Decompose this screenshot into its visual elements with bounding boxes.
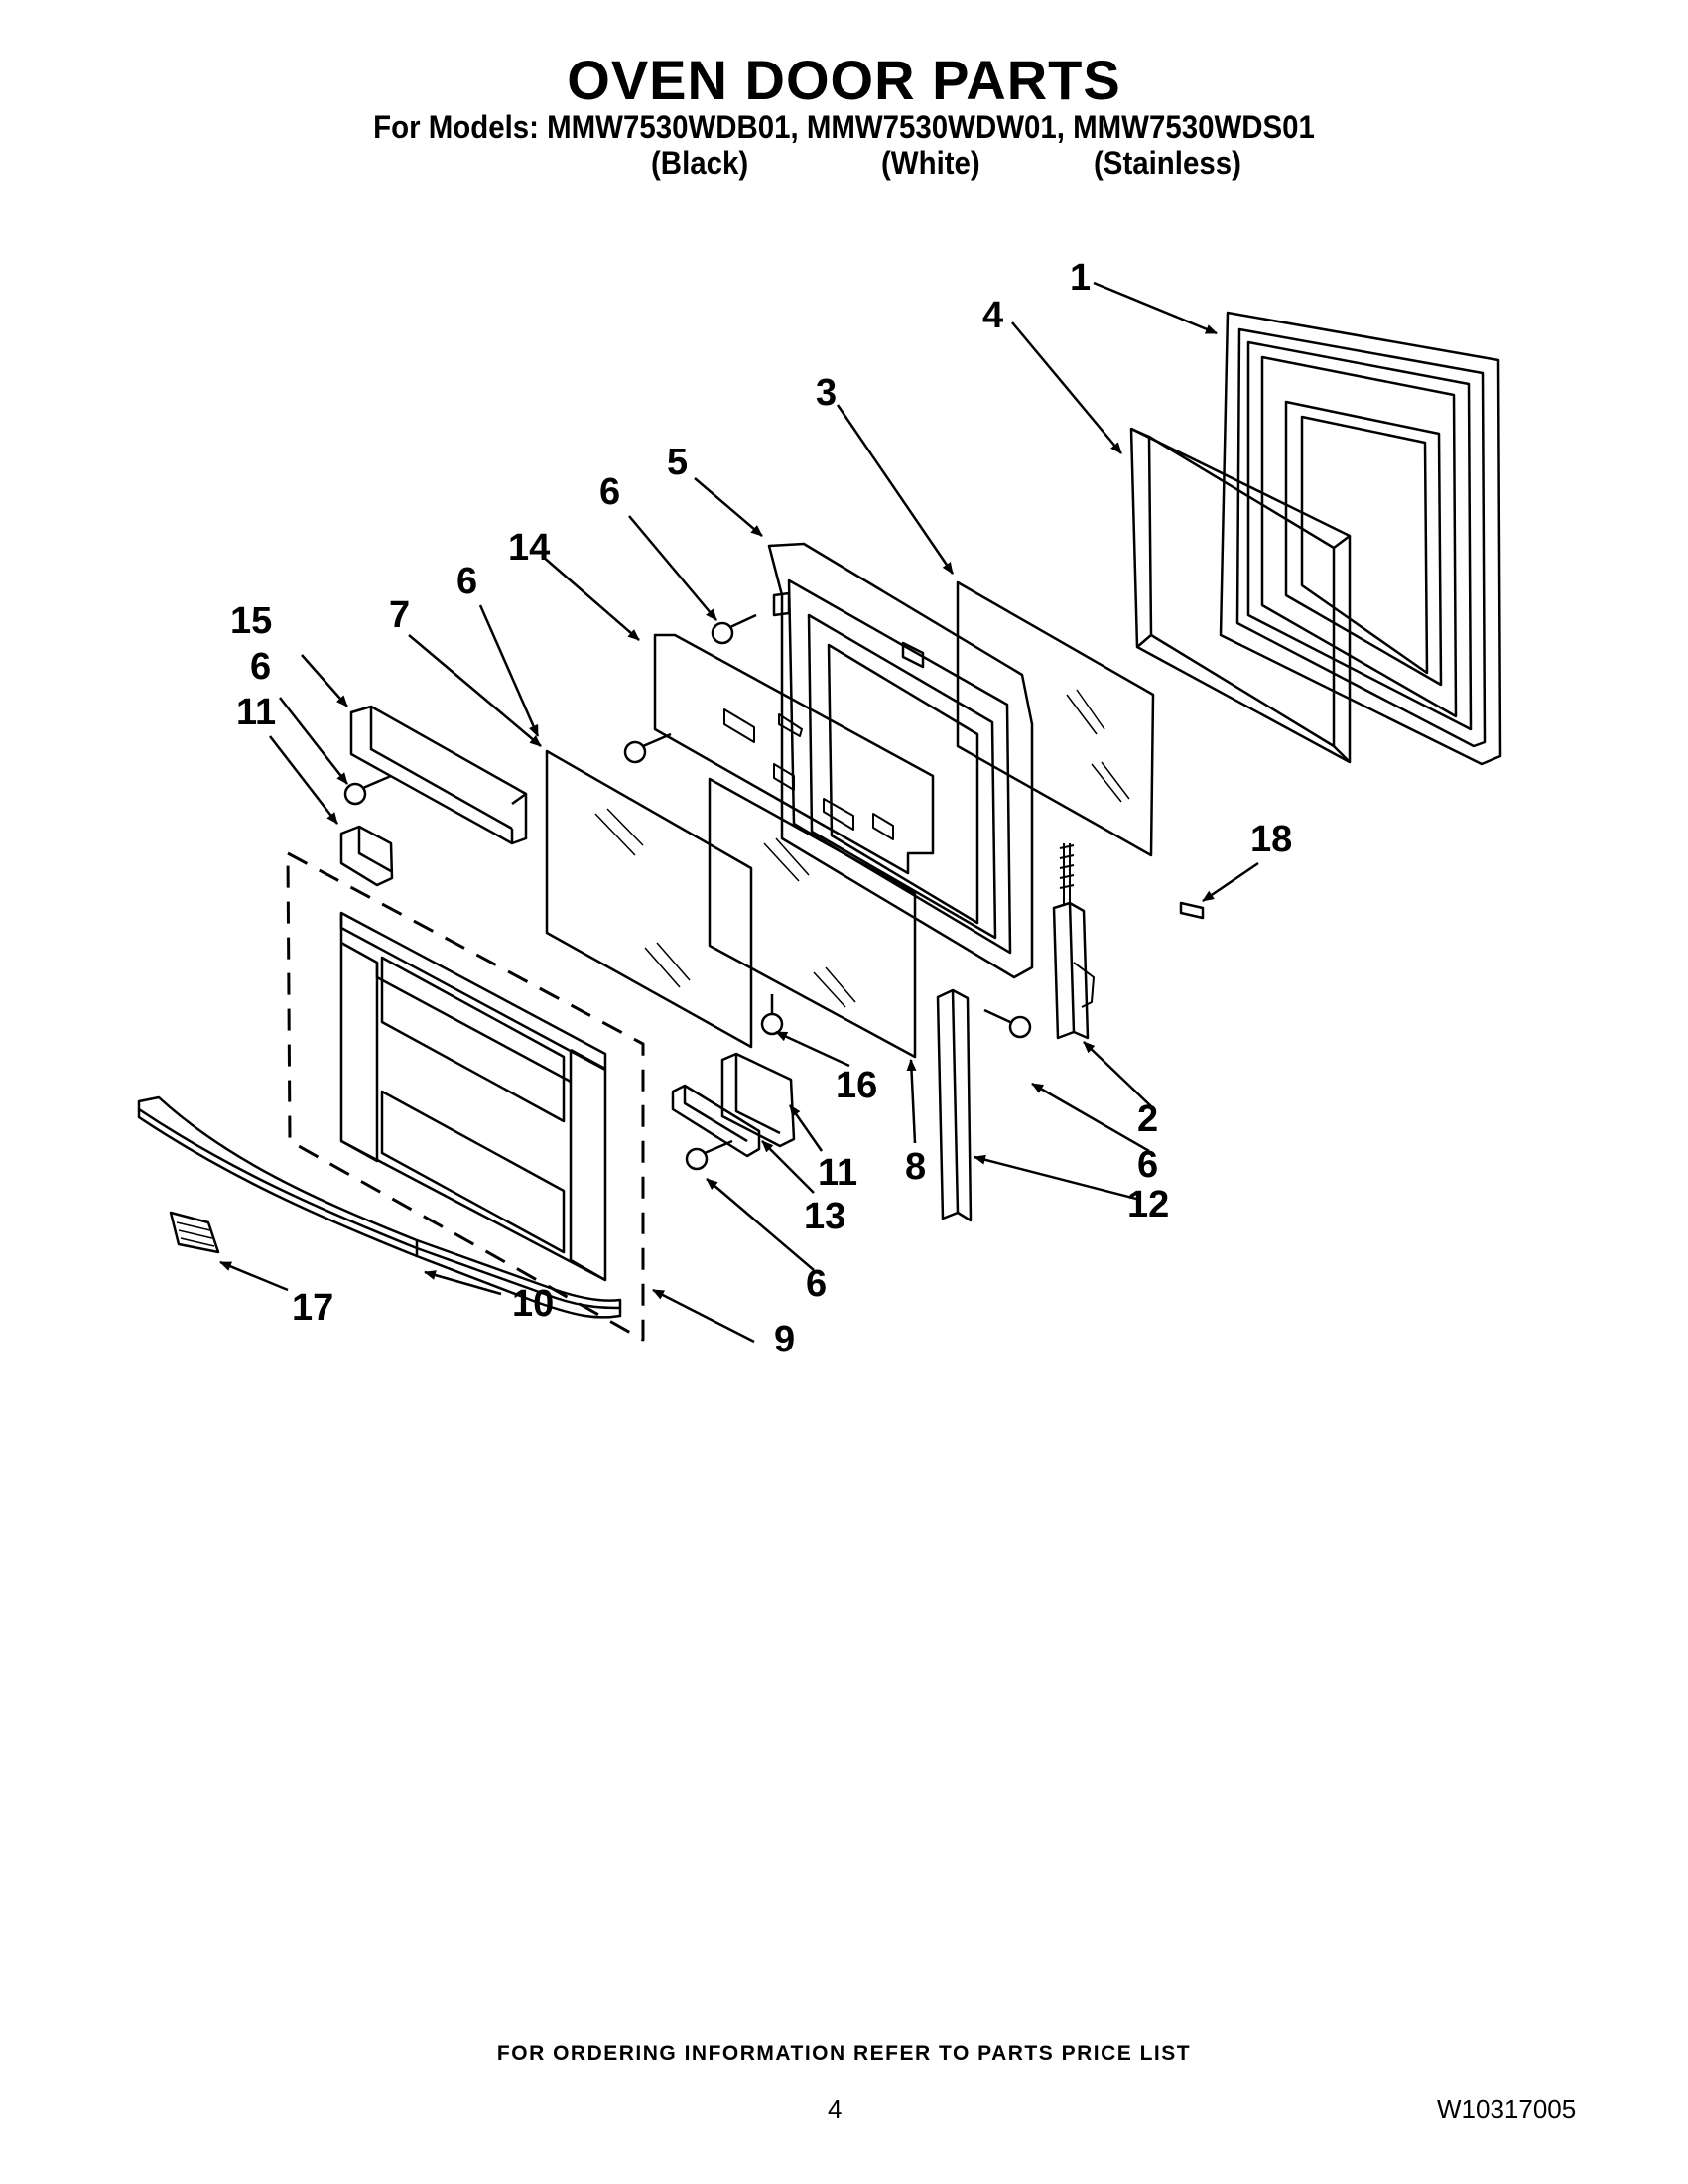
part-5-inner-liner	[767, 542, 1034, 979]
document-number: W10317005	[1437, 2094, 1577, 2123]
part-4-door-frame	[1129, 427, 1352, 764]
callout-15: 15	[230, 600, 272, 642]
part-11-hinge-plate-right	[720, 1052, 796, 1148]
part-11-hinge-plate-left	[339, 825, 394, 887]
part-2-hinge	[1052, 843, 1095, 1040]
variant-white: (White)	[881, 145, 980, 181]
callout-10: 10	[512, 1283, 554, 1325]
part-8-glass	[708, 777, 917, 1059]
callout-17: 17	[292, 1287, 333, 1329]
callout-6-d: 6	[806, 1263, 827, 1305]
callout-14: 14	[508, 527, 550, 569]
part-10-door-handle	[137, 1095, 622, 1319]
callout-4: 4	[982, 295, 1003, 336]
callout-16: 16	[836, 1065, 877, 1106]
page-number: 4	[828, 2094, 843, 2123]
part-6-screw-a	[711, 613, 757, 645]
part-6-screw-e	[983, 1008, 1032, 1039]
part-9-door-panel	[339, 911, 607, 1282]
variant-stainless: (Stainless)	[1094, 145, 1241, 181]
models-line: For Models: MMW7530WDB01, MMW7530WDW01, …	[373, 109, 1315, 145]
callout-11-a: 11	[236, 692, 276, 733]
part-14-shield	[653, 633, 935, 875]
callout-11-b: 11	[818, 1152, 857, 1194]
part-15-bracket	[349, 705, 528, 845]
variant-black: (Black)	[651, 145, 749, 181]
callout-1: 1	[1070, 257, 1091, 299]
callout-6-e: 6	[1137, 1144, 1158, 1186]
part-18-clip	[1179, 901, 1205, 920]
part-17-end-cap	[169, 1211, 220, 1254]
part-16-screw	[760, 994, 784, 1036]
part-6-screw-d	[685, 1139, 733, 1171]
callout-9: 9	[774, 1319, 795, 1360]
callout-18: 18	[1250, 819, 1292, 860]
part-9-door-panel-outline	[286, 851, 645, 1342]
callout-2: 2	[1137, 1098, 1158, 1140]
callout-12: 12	[1127, 1184, 1169, 1225]
callout-7: 7	[389, 594, 410, 636]
callout-6-a: 6	[599, 471, 620, 513]
part-6-screw-b	[623, 732, 672, 764]
part-12-side-channel	[936, 988, 973, 1222]
callout-5: 5	[667, 442, 688, 483]
part-1-outer-door-panel	[1219, 311, 1502, 766]
part-3-inner-glass	[956, 580, 1155, 857]
callout-6-c: 6	[250, 646, 271, 688]
callout-8: 8	[905, 1146, 926, 1188]
part-6-screw-c	[343, 774, 392, 806]
callout-3: 3	[816, 372, 837, 414]
part-7-glass	[545, 749, 753, 1049]
part-13-hinge-receiver	[671, 1084, 761, 1158]
ordering-note: FOR ORDERING INFORMATION REFER TO PARTS …	[496, 2042, 1192, 2065]
page-title: OVEN DOOR PARTS	[567, 49, 1121, 111]
callout-13: 13	[804, 1196, 845, 1237]
callout-6-b: 6	[456, 561, 477, 602]
